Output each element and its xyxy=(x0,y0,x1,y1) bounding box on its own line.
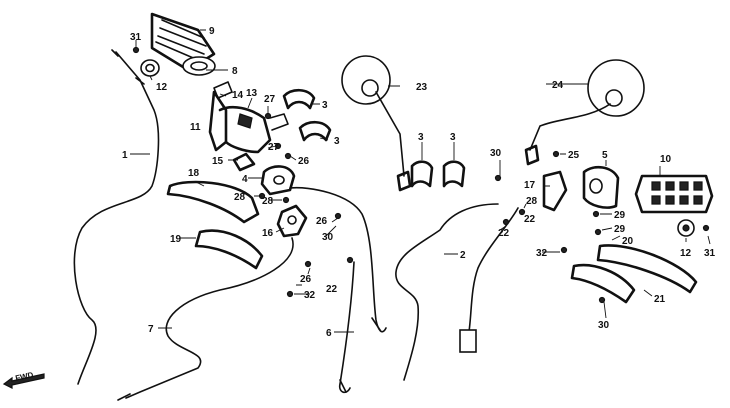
callout-22-right: 22 xyxy=(524,214,536,225)
callout-13: 13 xyxy=(246,88,258,99)
callout-32-left: 32 xyxy=(304,290,316,301)
callout-4: 4 xyxy=(242,174,248,185)
left-switch-harness xyxy=(289,186,387,394)
callout-2: 2 xyxy=(460,250,466,261)
clutch-lever xyxy=(166,180,260,224)
callout-31-right: 31 xyxy=(704,248,716,259)
callout-26-mid: 26 xyxy=(316,216,328,227)
callout-numbers: 9 31 8 12 14 13 27 3 11 3 27 1 15 26 18 … xyxy=(122,26,716,339)
callout-11: 11 xyxy=(190,122,201,133)
left-mirror xyxy=(341,55,412,192)
callout-28-left: 28 xyxy=(234,192,246,203)
callout-19: 19 xyxy=(170,234,182,245)
callout-15: 15 xyxy=(212,156,224,167)
callout-22-mid: 22 xyxy=(498,228,510,239)
mirror-mount-clamps xyxy=(410,160,466,188)
callout-3-mirror-b: 3 xyxy=(450,132,456,143)
callout-30-mid: 30 xyxy=(490,148,502,159)
callout-9: 9 xyxy=(209,26,215,37)
screws-and-bolts xyxy=(132,46,710,304)
callout-6: 6 xyxy=(326,328,332,339)
callout-30-right: 30 xyxy=(598,320,610,331)
callout-5: 5 xyxy=(602,150,608,161)
callout-1: 1 xyxy=(122,150,128,161)
throttle-grip xyxy=(150,12,216,76)
callout-26-low: 26 xyxy=(300,274,312,285)
throttle-cable-pulley xyxy=(140,59,160,77)
clutch-cable xyxy=(117,237,294,401)
handlebar-clamp-upper xyxy=(282,88,316,110)
callout-22-left: 22 xyxy=(326,284,338,295)
callout-12-right: 12 xyxy=(680,248,692,259)
right-switch-housing xyxy=(542,165,620,212)
left-switch-housing xyxy=(208,81,289,154)
forward-arrow: FWD xyxy=(2,370,45,389)
lever-cover-left xyxy=(194,229,264,270)
right-mirror xyxy=(524,59,645,166)
callout-26-left: 26 xyxy=(298,156,310,167)
handlebar-clamp-lower xyxy=(298,120,332,142)
callout-29-lower: 29 xyxy=(614,224,626,235)
callout-32-right: 32 xyxy=(536,248,548,259)
callout-29-upper: 29 xyxy=(614,210,626,221)
leader-lines xyxy=(130,29,711,333)
callout-3-lower: 3 xyxy=(334,136,340,147)
bar-end-weight-right xyxy=(677,219,695,237)
front-brake-lever xyxy=(596,244,698,294)
callout-27-mid: 27 xyxy=(268,142,280,153)
callout-14: 14 xyxy=(232,90,244,101)
choke-lever xyxy=(232,152,256,172)
callout-20: 20 xyxy=(622,236,634,247)
callout-3-upper: 3 xyxy=(322,100,328,111)
right-grip xyxy=(634,174,714,214)
callout-30-left: 30 xyxy=(322,232,334,243)
callout-24: 24 xyxy=(552,80,564,91)
callout-28-mid: 28 xyxy=(262,196,274,207)
callout-12-left: 12 xyxy=(156,82,168,93)
callout-3-mirror-a: 3 xyxy=(418,132,424,143)
callout-7: 7 xyxy=(148,324,154,335)
callout-23: 23 xyxy=(416,82,428,93)
forward-label: FWD xyxy=(15,370,35,383)
lever-cover-right xyxy=(570,263,636,304)
callout-28-right: 28 xyxy=(526,196,538,207)
callout-18: 18 xyxy=(188,168,200,179)
clutch-lever-bracket xyxy=(260,165,296,196)
callout-16: 16 xyxy=(262,228,274,239)
clutch-switch xyxy=(276,204,308,238)
callout-21: 21 xyxy=(654,294,666,305)
throttle-cable xyxy=(73,49,160,385)
callout-25: 25 xyxy=(568,150,580,161)
callout-17: 17 xyxy=(524,180,536,191)
callout-8: 8 xyxy=(232,66,238,77)
callout-31-left: 31 xyxy=(130,32,142,43)
callout-27-top: 27 xyxy=(264,94,276,105)
callout-10: 10 xyxy=(660,154,672,165)
